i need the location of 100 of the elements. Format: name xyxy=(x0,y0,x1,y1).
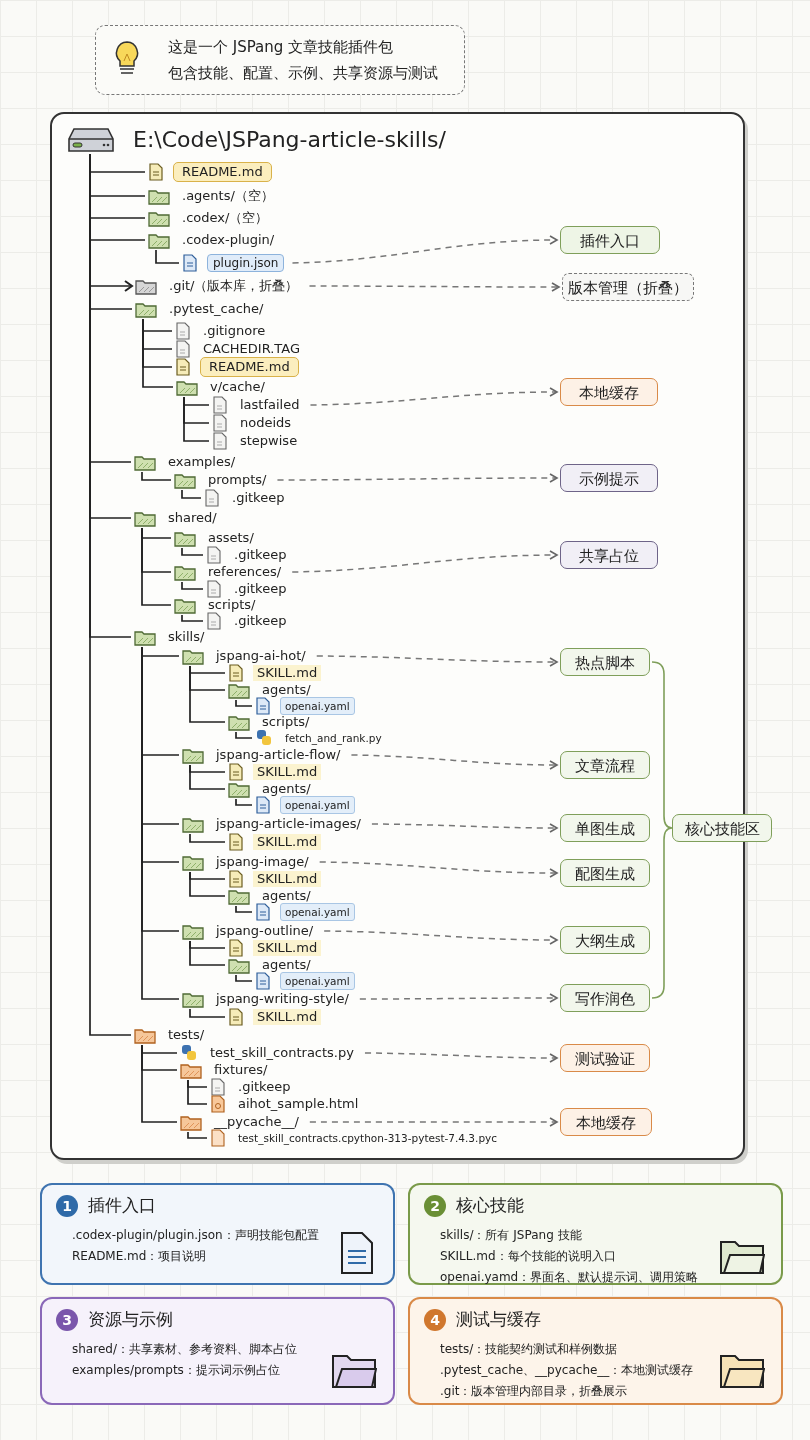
card-heading: 插件入口 xyxy=(88,1194,156,1217)
dashed-arrow xyxy=(364,1052,558,1063)
root-path: E:\Code\JSPang-article-skills/ xyxy=(132,127,447,153)
item-label: openai.yaml xyxy=(280,972,355,990)
tree-line xyxy=(141,527,172,606)
tree-line xyxy=(189,833,226,843)
tree-line xyxy=(141,1044,178,1123)
tree-line xyxy=(141,471,172,481)
item-label: CACHEDIR.TAG xyxy=(202,341,302,357)
item-label: jspang-image/ xyxy=(214,854,310,870)
number-badge: 3 xyxy=(56,1309,78,1331)
item-label: shared/ xyxy=(167,510,218,526)
note-text: 这是一个 JSPang 文章技能插件包 xyxy=(168,38,394,57)
tree-line xyxy=(141,646,180,1000)
item-label: fixtures/ xyxy=(213,1062,269,1078)
tree-line xyxy=(187,1131,208,1139)
item-label: test_skill_contracts.py xyxy=(209,1045,355,1061)
item-label: SKILL.md xyxy=(253,1009,322,1025)
tag-box: 单图生成 xyxy=(560,814,650,842)
card-heading: 资源与示例 xyxy=(88,1308,173,1331)
item-label: SKILL.md xyxy=(253,871,322,887)
tree-line xyxy=(187,1079,208,1105)
tree-line xyxy=(189,665,226,723)
item-label: .codex-plugin/ xyxy=(181,232,276,248)
tag-box: 核心技能区 xyxy=(672,814,772,842)
item-label: .codex/（空） xyxy=(181,210,270,226)
item-label: jspang-article-flow/ xyxy=(214,747,342,763)
info-card xyxy=(408,1297,783,1405)
item-label: test_skill_contracts.cpython-313-pytest-7.4.3.pyc xyxy=(237,1131,499,1146)
item-label: skills/ xyxy=(167,629,206,645)
dashed-arrow xyxy=(318,861,558,878)
bullet-item: shared/：共享素材、参考资料、脚本占位 xyxy=(72,1341,297,1358)
tag-box: 本地缓存 xyxy=(560,378,658,406)
tag-box: 本地缓存 xyxy=(560,1108,652,1136)
tree-line xyxy=(235,974,253,982)
item-label: .agents/（空） xyxy=(181,188,275,204)
item-label: .pytest_cache/ xyxy=(168,301,265,317)
tag-box: 测试验证 xyxy=(560,1044,650,1072)
card-heading: 测试与缓存 xyxy=(456,1308,541,1331)
item-label: nodeids xyxy=(239,415,293,431)
dashed-arrow xyxy=(323,930,558,945)
item-label: .gitkeep xyxy=(233,547,288,563)
item-label: agents/ xyxy=(261,781,312,797)
tag-box: 插件入口 xyxy=(560,226,660,254)
card-heading: 核心技能 xyxy=(456,1194,524,1217)
tree-line xyxy=(235,798,253,806)
tree-line xyxy=(181,614,204,622)
dashed-arrow xyxy=(309,387,558,406)
bullet-item: tests/：技能契约测试和样例数据 xyxy=(440,1341,618,1358)
dashed-arrow xyxy=(359,993,558,1003)
item-label: aihot_sample.html xyxy=(237,1096,360,1112)
item-label: lastfailed xyxy=(239,397,301,413)
item-label: SKILL.md xyxy=(253,940,322,956)
item-label: stepwise xyxy=(239,433,299,449)
bullet-item: .codex-plugin/plugin.json：声明技能包配置 xyxy=(72,1227,319,1244)
bullet-item: .pytest_cache、__pycache__：本地测试缓存 xyxy=(440,1362,694,1379)
item-label: openai.yaml xyxy=(280,796,355,814)
item-label: openai.yaml xyxy=(280,697,355,715)
bullet-item: .git：版本管理内部目录，折叠展示 xyxy=(440,1383,628,1400)
number-badge: 4 xyxy=(424,1309,446,1331)
tree-line xyxy=(181,489,202,499)
tree-line xyxy=(189,764,226,790)
item-label: .gitignore xyxy=(202,323,267,339)
dashed-arrow xyxy=(350,754,558,770)
info-card xyxy=(40,1297,395,1405)
item-label: agents/ xyxy=(261,888,312,904)
item-label: SKILL.md xyxy=(253,834,322,850)
info-card xyxy=(40,1183,395,1285)
item-label: references/ xyxy=(207,564,283,580)
tree-line xyxy=(142,318,174,388)
bullet-item: SKILL.md：每个技能的说明入口 xyxy=(440,1248,616,1265)
item-label: .gitkeep xyxy=(233,581,288,597)
tree-line xyxy=(181,581,204,590)
item-label: SKILL.md xyxy=(253,764,322,780)
item-label: scripts/ xyxy=(261,714,311,730)
item-label: README.md xyxy=(173,162,272,182)
bullet-item: skills/：所有 JSPang 技能 xyxy=(440,1227,582,1244)
tree-line xyxy=(89,153,132,1036)
tree-line xyxy=(183,396,210,442)
item-label: examples/ xyxy=(167,454,237,470)
dashed-arrow xyxy=(276,473,558,483)
item-label: .gitkeep xyxy=(233,613,288,629)
tree-line xyxy=(235,699,253,707)
item-label: assets/ xyxy=(207,530,255,546)
item-label: jspang-ai-hot/ xyxy=(214,648,307,664)
tag-box: 写作润色 xyxy=(560,984,650,1012)
tag-box: 文章流程 xyxy=(560,751,650,779)
tag-box: 示例提示 xyxy=(560,464,658,492)
item-label: jspang-outline/ xyxy=(214,923,315,939)
item-label: openai.yaml xyxy=(280,903,355,921)
tree-line xyxy=(189,1008,226,1018)
item-label: fetch_and_rank.py xyxy=(284,731,383,746)
item-label: README.md xyxy=(200,357,299,377)
info-card xyxy=(408,1183,783,1285)
dashed-arrow xyxy=(291,550,558,573)
note-text: 包含技能、配置、示例、共享资源与测试 xyxy=(168,64,438,83)
item-label: jspang-writing-style/ xyxy=(214,991,350,1007)
item-label: .git/（版本库，折叠） xyxy=(168,278,300,294)
item-label: tests/ xyxy=(167,1027,206,1043)
tag-box: 热点脚本 xyxy=(560,648,650,676)
